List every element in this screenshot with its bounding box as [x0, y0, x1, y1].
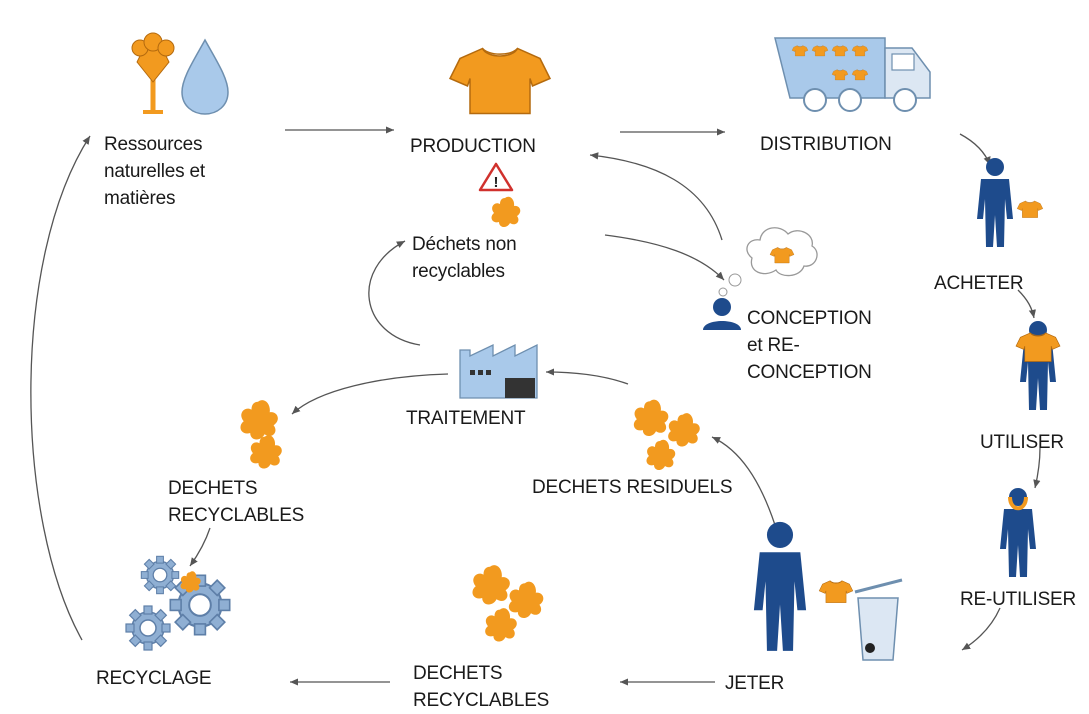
node-dechets-non-recyclables: Déchets non recyclables: [412, 231, 517, 285]
arrow-traitement-nonrecyclables: [368, 240, 421, 346]
trash-bin-icon: [854, 578, 903, 661]
truck-icon: [774, 37, 931, 112]
residual-scraps-icon: [633, 399, 700, 471]
node-ressources-line: Ressources: [104, 134, 203, 155]
node-utiliser: UTILISER: [980, 432, 1064, 453]
node-conception-line: et RE-: [747, 335, 800, 356]
node-ressources: Ressources naturelles et matières: [104, 131, 205, 212]
node-dechets-recyclables-left: DECHETS RECYCLABLES: [168, 475, 304, 529]
thought-bubble-icon: [718, 227, 818, 297]
person-reusing-icon: [1000, 488, 1036, 577]
node-recyclage: RECYCLAGE: [96, 668, 212, 689]
node-acheter: ACHETER: [934, 273, 1024, 294]
recyclable-scraps-bottom-icon: [472, 565, 544, 642]
node-traitement: TRAITEMENT: [406, 408, 526, 429]
node-dechets-recyclables-bottom: DECHETS RECYCLABLES: [413, 660, 549, 714]
node-jeter: JETER: [725, 673, 785, 694]
arrow-traitement-recyclables: [291, 373, 449, 415]
node-reutiliser: RE-UTILISER: [960, 589, 1077, 610]
flow-arrows: [30, 126, 1041, 686]
person-discarding-icon: [753, 521, 854, 651]
designer-person-icon: [703, 298, 741, 330]
tshirt-icon: [449, 47, 551, 115]
arrow-conception-production: [589, 152, 723, 241]
arrow-residuels-traitement: [545, 368, 629, 385]
arrow-reutiliser-jeter: [961, 607, 1001, 651]
node-ressources-line: matières: [104, 188, 176, 209]
node-conception-line: CONCEPTION: [747, 308, 872, 329]
warning-icon: !: [478, 162, 514, 192]
node-ressources-line: naturelles et: [104, 161, 205, 182]
textile-scrap-icon: [491, 196, 521, 228]
node-dechets-non-recyclables-line: recyclables: [412, 261, 505, 282]
node-conception: CONCEPTION et RE- CONCEPTION: [747, 305, 872, 386]
arrow-production-conception: [604, 234, 725, 281]
node-dechets-non-recyclables-line: Déchets non: [412, 234, 517, 255]
arrow-jeter-residuels: [711, 436, 776, 526]
arrow-utiliser-reutiliser: [1033, 447, 1041, 489]
node-dechets-recyclables-bottom-line: DECHETS: [413, 663, 503, 684]
node-dechets-recyclables-left-line: RECYCLABLES: [168, 505, 305, 526]
node-conception-line: CONCEPTION: [747, 362, 872, 383]
node-production: PRODUCTION: [410, 136, 536, 157]
node-dechets-recyclables-left-line: DECHETS: [168, 478, 258, 499]
recyclable-scraps-left-icon: [240, 400, 282, 469]
arrow-recyclables-recyclage: [189, 527, 211, 567]
node-dechets-recyclables-bottom-line: RECYCLABLES: [413, 690, 550, 711]
person-wearing-icon: [1015, 321, 1061, 410]
arrow-distribution-acheter: [959, 133, 991, 166]
arrow-acheter-utiliser: [1017, 289, 1036, 319]
arrow-recyclage-ressources: [30, 135, 91, 641]
node-dechets-residuels: DECHETS RESIDUELS: [532, 477, 733, 498]
person-buying-icon: [977, 158, 1043, 247]
gears-icon: [125, 555, 231, 651]
node-distribution: DISTRIBUTION: [760, 134, 892, 155]
cotton-flower-icon: [131, 32, 175, 114]
water-drop-icon: [181, 38, 229, 115]
factory-icon: [459, 343, 538, 399]
svg-text:!: !: [494, 174, 499, 191]
